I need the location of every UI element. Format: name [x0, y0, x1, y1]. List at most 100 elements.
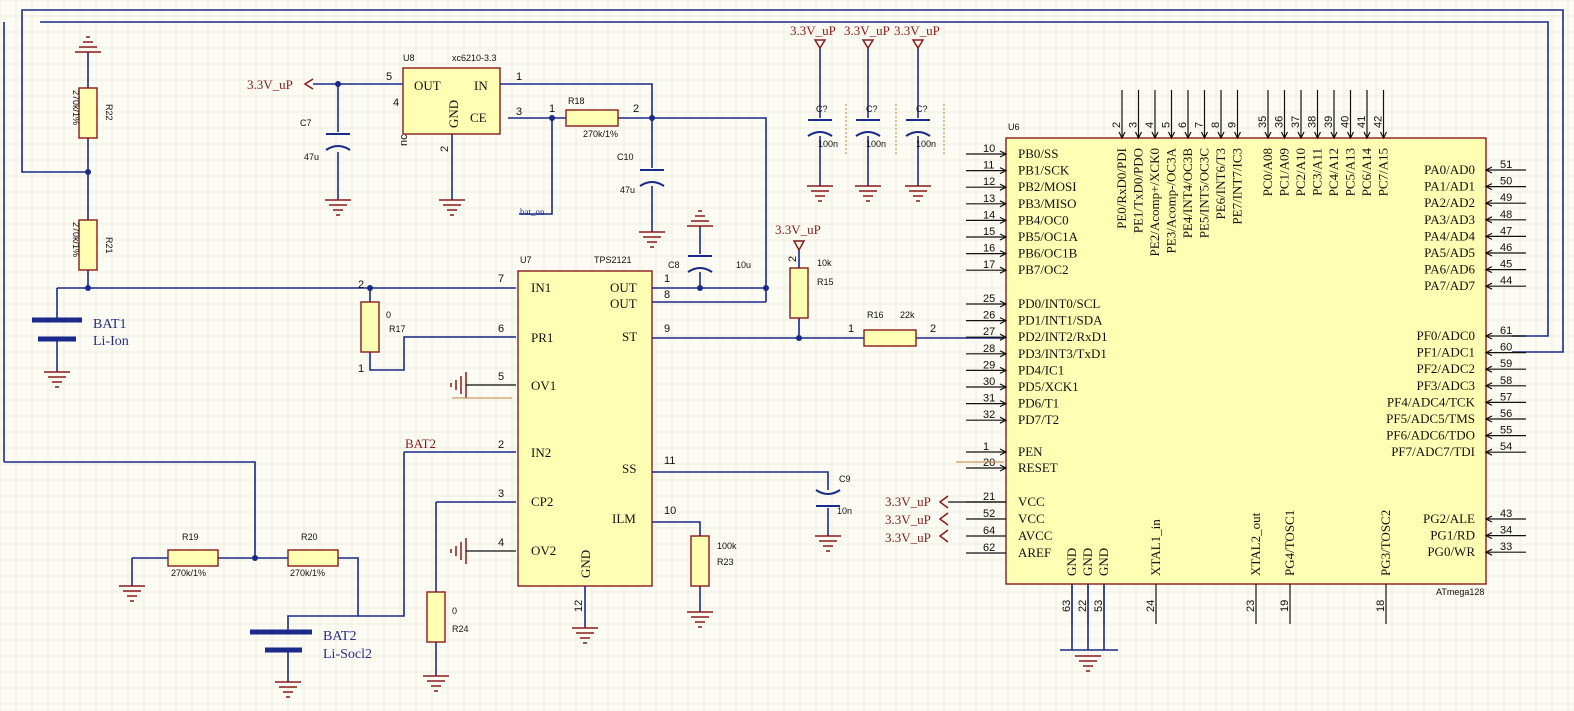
capacitor-c9[interactable]: C9 10n — [815, 474, 852, 516]
u6-pin-num: 10 — [983, 143, 995, 155]
u6-pin-name: PA6/AD6 — [1424, 262, 1475, 277]
resistor-r23[interactable]: R23 100k — [690, 535, 737, 587]
u6-pin-num: 25 — [983, 293, 995, 305]
resistor-r20[interactable]: R20 270k/1% — [287, 532, 339, 578]
capacitor-c7[interactable]: C7 47u — [300, 118, 351, 162]
resistor-r17[interactable]: R17 0 2 1 — [358, 279, 406, 375]
u6-pin-name: PA0/AD0 — [1424, 162, 1475, 177]
bat2-net-label: BAT2 — [405, 436, 436, 451]
u7-power-mux[interactable]: U7 TPS2121 IN1 PR1 OV1 IN2 CP2 OV2 OUT O… — [498, 255, 676, 612]
capacitor-dec-1[interactable]: C? 100n — [807, 104, 838, 149]
u7-pin-pr1: PR1 — [531, 330, 553, 345]
resistor-r18[interactable]: R18 270k/1% 1 2 — [549, 96, 639, 139]
resistor-r21[interactable]: R21 270k/1% — [71, 219, 114, 271]
battery-bat2[interactable]: BAT2 Li-Socl2 — [250, 629, 372, 662]
battery-bat1[interactable]: BAT1 Li-Ion — [32, 317, 129, 349]
u6-pin-name: PF0/ADC0 — [1416, 328, 1475, 343]
capacitor-c8[interactable]: C8 10u — [668, 255, 751, 273]
u8-pin2: 2 — [439, 146, 451, 152]
capacitor-dec-2[interactable]: C? 100n — [855, 104, 886, 149]
capacitor-dec-3[interactable]: C? 100n — [905, 104, 936, 149]
u6-pin-num: 16 — [983, 243, 995, 255]
hash-marks — [452, 397, 1004, 463]
resistor-r19[interactable]: R19 270k/1% — [167, 532, 219, 578]
resistor-r22[interactable]: R22 270k/1% — [71, 87, 114, 139]
dec2-value: 100n — [866, 139, 886, 149]
resistor-r15[interactable]: R15 10k 2 — [787, 256, 834, 319]
resistor-r24[interactable]: R24 0 — [426, 591, 469, 643]
ground-r24 — [423, 675, 449, 692]
u8-regulator[interactable]: U8 xc6210-3.3 OUT IN CE GND nc 5 4 1 3 2 — [386, 53, 522, 152]
capacitor-c10[interactable]: C10 47u — [617, 152, 665, 195]
u6-pin-num: 9 — [1227, 122, 1239, 128]
u6-pin-num: 14 — [983, 209, 995, 221]
resistor-r16[interactable]: R16 22k 1 2 — [848, 310, 936, 347]
ground-c8 — [687, 210, 713, 227]
